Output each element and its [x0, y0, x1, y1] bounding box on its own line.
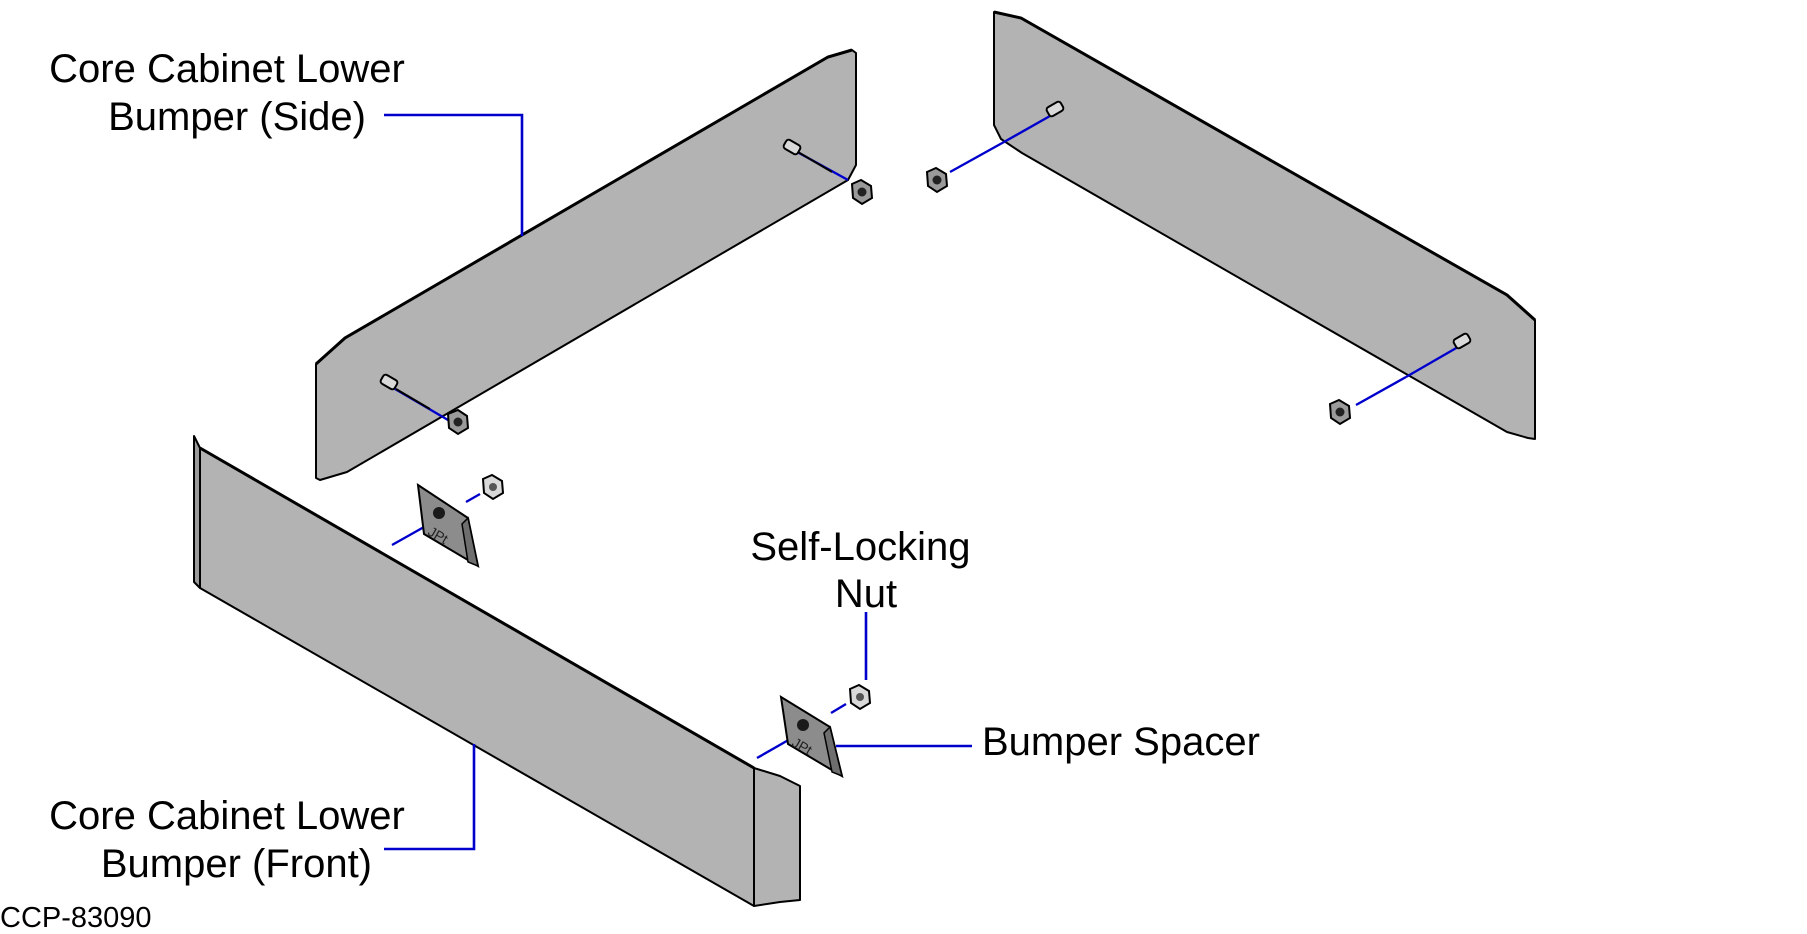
front-bumper-right-end: [753, 767, 801, 907]
nut-spacer-left: [481, 473, 505, 501]
callout-self-locking-nut: Self-Locking Nut: [750, 525, 981, 616]
callout-front-bumper-line1: Core Cabinet Lower: [49, 794, 405, 838]
stud-right-upper: [949, 100, 1065, 174]
figure-id: CCP-83090: [0, 902, 152, 934]
callout-self-locking-nut-line1: Self-Locking: [750, 525, 970, 569]
nut-spacer-right: [848, 683, 872, 711]
leader-side-bumper: [384, 113, 524, 236]
nut-side-left-1: [446, 408, 470, 436]
bumper-spacer-right: JPt: [756, 683, 872, 779]
callout-bumper-spacer: Bumper Spacer: [982, 720, 1260, 764]
callout-self-locking-nut-line2: Nut: [835, 572, 897, 616]
side-bumper-right: [925, 10, 1536, 440]
nut-side-right-1: [925, 166, 949, 194]
callout-side-bumper-line2: Bumper (Side): [108, 95, 366, 139]
stud-right-lower: [1355, 332, 1472, 407]
front-bumper: [193, 435, 801, 907]
side-bumper-left: [314, 48, 874, 481]
callout-front-bumper: Core Cabinet Lower Bumper (Front): [49, 794, 416, 886]
stud-upper-right: [782, 138, 849, 182]
callout-side-bumper: Core Cabinet Lower Bumper (Side): [49, 47, 416, 139]
leader-front-bumper: [384, 744, 476, 851]
callout-front-bumper-line2: Bumper (Front): [101, 842, 372, 886]
nut-side-left-2: [850, 178, 874, 206]
callout-side-bumper-line1: Core Cabinet Lower: [49, 47, 405, 91]
side-bumper-right-panel: [993, 11, 1536, 440]
nut-side-right-2: [1328, 398, 1352, 426]
stud-lower-left: [379, 373, 449, 422]
bumper-spacer-left: JPt: [391, 473, 505, 569]
